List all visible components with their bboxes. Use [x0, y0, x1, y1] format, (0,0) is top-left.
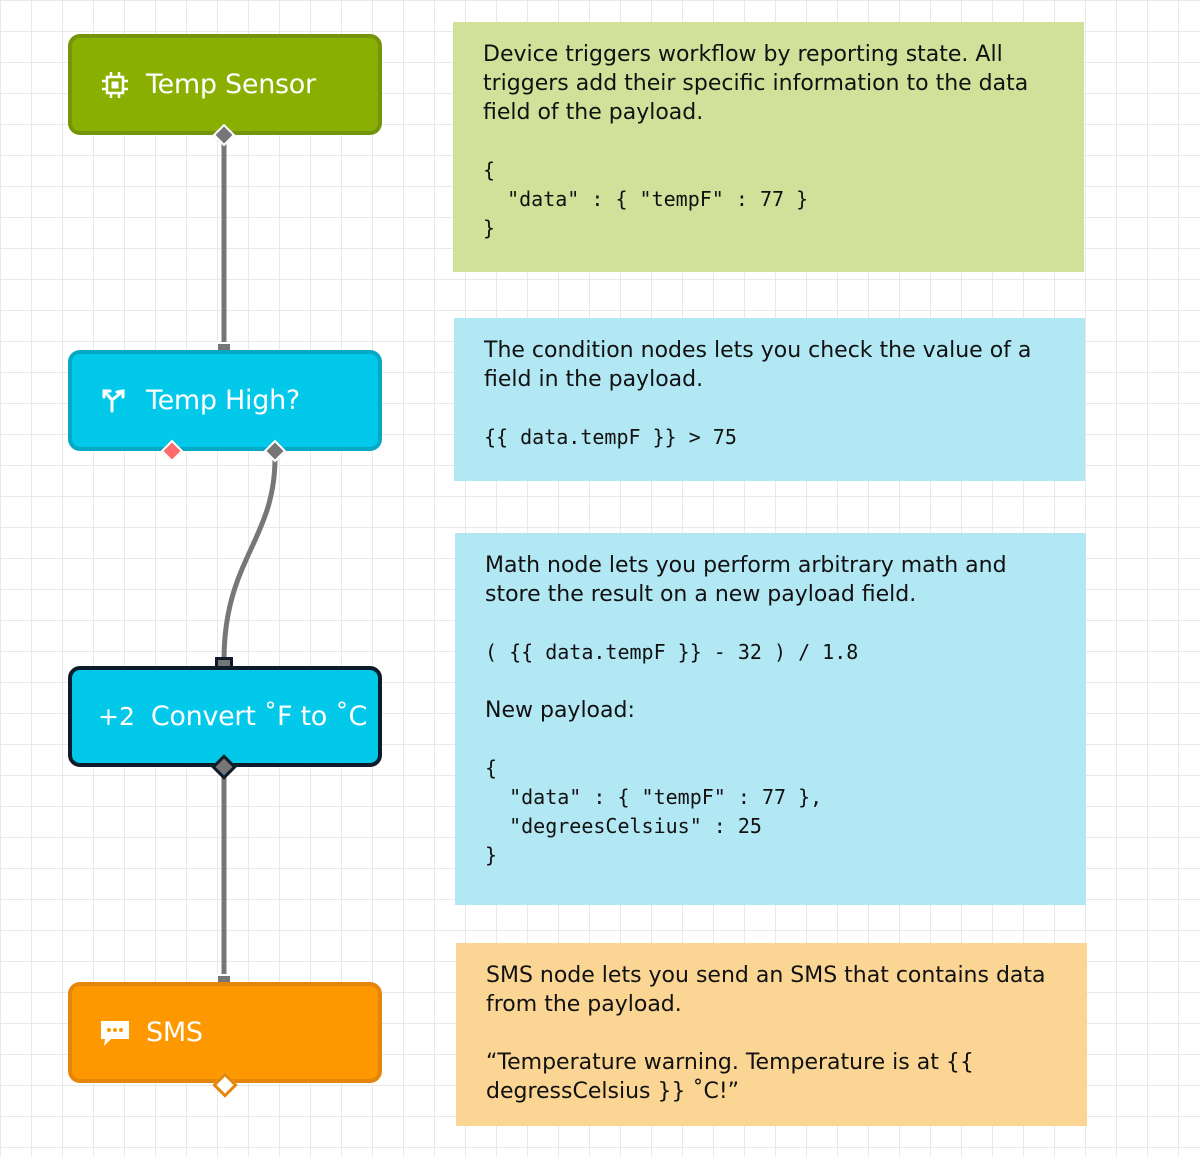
chip-icon [98, 68, 132, 102]
node-label: Temp Sensor [146, 69, 316, 100]
note-code: ( {{ data.tempF }} - 32 ) / 1.8 [485, 640, 859, 664]
note-code: {{ data.tempF }} > 75 [484, 425, 737, 449]
node-label: SMS [146, 1017, 203, 1048]
node-convert[interactable]: +2 Convert ˚F to ˚C [68, 666, 382, 767]
note-text: Device triggers workflow by reporting st… [483, 42, 1029, 125]
wire-condition-true-to-math [221, 457, 278, 661]
node-temp-sensor[interactable]: Temp Sensor [68, 34, 382, 135]
node-label: Convert ˚F to ˚C [150, 701, 368, 732]
chat-icon [98, 1016, 132, 1050]
note-text: Math node lets you perform arbitrary mat… [485, 553, 1007, 607]
note-sms: SMS node lets you send an SMS that conta… [456, 943, 1087, 1126]
note-condition: The condition nodes lets you check the v… [454, 318, 1085, 481]
note-code: { "data" : { "tempF" : 77 } } [483, 158, 809, 240]
note-math: Math node lets you perform arbitrary mat… [455, 533, 1086, 905]
note-code-payload: { "data" : { "tempF" : 77 }, "degreesCel… [485, 756, 823, 867]
node-sms[interactable]: SMS [68, 982, 382, 1083]
branch-icon [98, 384, 132, 418]
note-trigger: Device triggers workflow by reporting st… [453, 22, 1084, 272]
note-text: The condition nodes lets you check the v… [484, 338, 1032, 392]
node-temp-high[interactable]: Temp High? [68, 350, 382, 451]
node-badge: +2 [98, 702, 135, 731]
note-subtitle: New payload: [485, 698, 635, 723]
note-text: SMS node lets you send an SMS that conta… [486, 963, 1046, 1017]
node-label: Temp High? [146, 385, 300, 416]
note-message: “Temperature warning. Temperature is at … [486, 1050, 974, 1104]
